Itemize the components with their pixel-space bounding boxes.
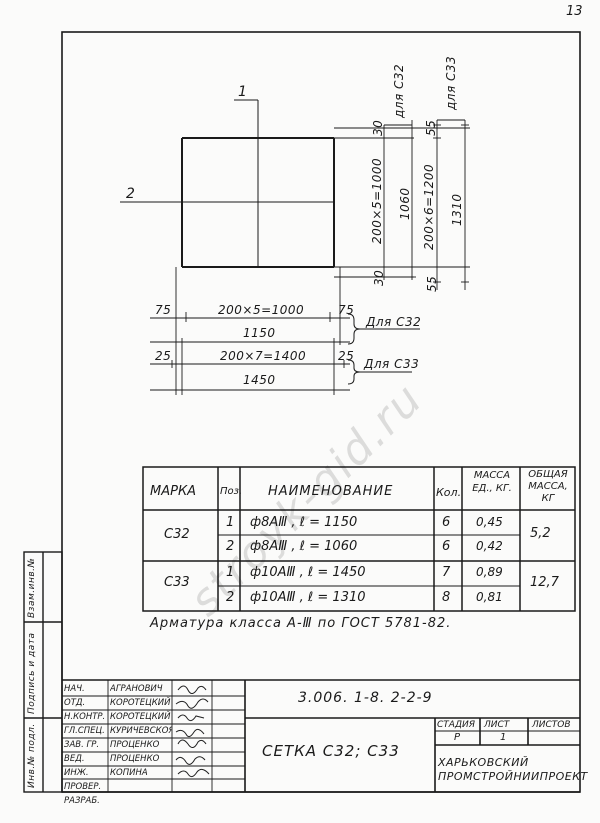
dim-right-25: 25 — [338, 349, 355, 363]
dim-left-75: 75 — [155, 303, 172, 317]
tb-role: Н.КОНТР. — [64, 712, 106, 722]
label-for-c32-vertical: для С32 — [392, 63, 406, 118]
dim-h-200x5: 200×5=1000 — [218, 303, 305, 317]
steel-class-note: Арматура класса А-Ⅲ по ГОСТ 5781-82. — [150, 616, 452, 631]
dim-top-30: 30 — [371, 119, 385, 136]
group-mark: С32 — [164, 527, 190, 542]
row-pos: 1 — [226, 565, 235, 580]
row-mass: 0,42 — [476, 539, 503, 553]
tb-role: ПРОВЕР. — [64, 782, 102, 792]
dim-h-200x7: 200×7=1400 — [220, 349, 307, 363]
tb-role: ГЛ.СПЕЦ. — [64, 726, 105, 736]
row-qty: 8 — [442, 590, 451, 605]
tb-name: КОПИНА — [110, 768, 148, 778]
tb-stage: Р — [454, 732, 461, 743]
row-pos: 2 — [226, 539, 235, 554]
group-mark: С33 — [164, 575, 190, 590]
tb-sheet: 1 — [500, 732, 507, 743]
spec-table-grid — [142, 466, 576, 612]
label-for-c33-horizontal: Для С33 — [364, 357, 420, 371]
row-qty: 6 — [442, 515, 451, 530]
row-mass: 0,45 — [476, 515, 503, 529]
stamp-podpis: Подпись и дата — [27, 632, 37, 714]
dim-top-55: 55 — [424, 119, 438, 136]
label-for-c32-horizontal: Для С32 — [366, 315, 422, 329]
row-qty: 6 — [442, 539, 451, 554]
tb-name: ПРОЦЕНКО — [110, 740, 160, 750]
signatures — [175, 685, 210, 778]
tb-name: АГРАНОВИЧ — [110, 684, 163, 694]
row-mass: 0,89 — [476, 565, 503, 579]
stamp-inv-podl: Инв.№ подл. — [27, 723, 37, 788]
tb-sheet-label: ЛИСТ — [484, 720, 510, 730]
doc-code: 3.006. 1-8. 2-2-9 — [298, 690, 433, 706]
group-total: 5,2 — [530, 526, 551, 541]
th-pos: Поз. — [220, 486, 243, 497]
tb-role: ЗАВ. ГР. — [64, 740, 100, 750]
dim-v-200x5: 200×5=1000 — [370, 157, 384, 244]
row-mass: 0,81 — [476, 590, 503, 604]
title-block-grid — [62, 679, 580, 793]
group-total: 12,7 — [530, 575, 559, 590]
dim-h-1150: 1150 — [243, 326, 276, 340]
dim-h-1450: 1450 — [243, 373, 276, 387]
sheet-number: 13 — [566, 4, 583, 19]
tb-roles: НАЧ. ОТД. Н.КОНТР. ГЛ.СПЕЦ. ЗАВ. ГР. ВЕД… — [64, 682, 108, 808]
sheet-title: СЕТКА С32; С33 — [262, 742, 400, 760]
row-pos: 2 — [226, 590, 235, 605]
leader-label-2: 2 — [126, 186, 135, 202]
tb-role: РАЗРАБ. — [64, 796, 100, 806]
tb-sheets-label: ЛИСТОВ — [532, 720, 571, 730]
dim-v-1060: 1060 — [398, 187, 412, 220]
row-name: ф10АⅢ , ℓ = 1450 — [250, 565, 366, 580]
th-unit-mass: МАССА ЕД., КГ. — [472, 470, 512, 494]
dim-bot-55: 55 — [425, 275, 439, 292]
row-pos: 1 — [226, 515, 235, 530]
row-name: ф10АⅢ , ℓ = 1310 — [250, 590, 366, 605]
tb-stage-label: СТАДИЯ — [437, 720, 475, 730]
tb-role: ВЕД. ИНЖ. — [64, 754, 89, 778]
dim-v-200x6: 200×6=1200 — [422, 163, 436, 250]
tb-names: АГРАНОВИЧ КОРОТЕЦКИЙ КОРОТЕЦКИЙ КУРИЧЕВС… — [110, 682, 172, 780]
tb-role: НАЧ. ОТД. — [64, 684, 86, 708]
organization: ХАРЬКОВСКИЙ ПРОМСТРОЙНИИПРОЕКТ — [438, 756, 588, 783]
tb-name: ПРОЦЕНКО — [110, 754, 160, 764]
row-name: ф8АⅢ , ℓ = 1060 — [250, 539, 358, 554]
row-qty: 7 — [442, 565, 451, 580]
dim-bot-30: 30 — [372, 269, 386, 286]
tb-name: КОРОТЕЦКИЙ — [110, 698, 171, 708]
tb-name: КОРОТЕЦКИЙ — [110, 712, 171, 722]
th-mark: МАРКА — [150, 484, 197, 499]
mesh-grid — [128, 120, 335, 268]
label-for-c33-vertical: для С33 — [444, 55, 458, 110]
th-qty: Кол. — [436, 486, 462, 499]
row-name: ф8АⅢ , ℓ = 1150 — [250, 515, 358, 530]
stamp-vzam: Взам.инв.№ — [27, 557, 37, 618]
dim-right-75: 75 — [338, 303, 355, 317]
dim-v-1310: 1310 — [450, 193, 464, 226]
th-total-mass: ОБЩАЯ МАССА, КГ — [528, 469, 568, 504]
leader-label-1: 1 — [238, 84, 247, 100]
th-name: НАИМЕНОВАНИЕ — [268, 484, 394, 499]
tb-name: КУРИЧЕВСКОЯ — [110, 726, 172, 736]
dim-left-25: 25 — [155, 349, 172, 363]
